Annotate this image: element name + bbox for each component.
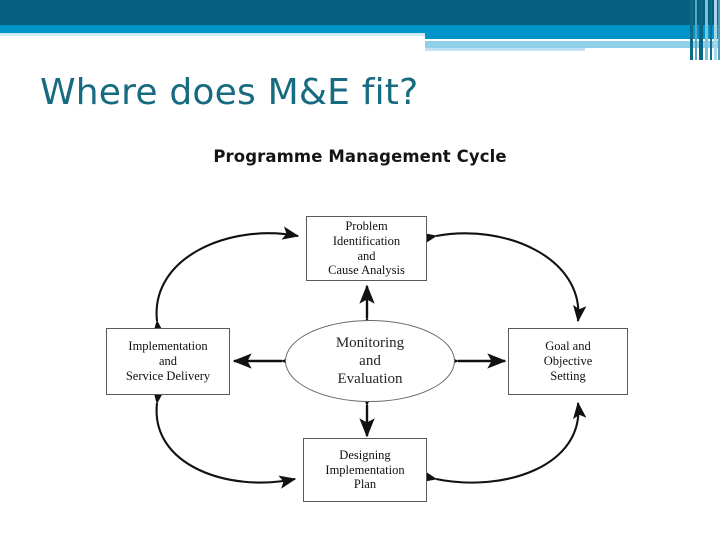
diagram-arrows [151,226,587,489]
curve-problem-implementation [151,226,300,338]
diagram-title: Programme Management Cycle [213,147,507,166]
banner-dark-band [0,0,720,25]
curve-designing-goal [419,401,587,484]
programme-management-cycle-diagram: Programme Management Cycle [0,135,720,525]
banner-stripe-3 [705,0,708,60]
banner-stripe-0 [690,0,693,60]
banner-right-light-band [425,41,720,48]
banner-stripe-2 [699,0,703,60]
banner-stripe-4 [710,0,712,60]
banner-stripe-1 [695,0,697,60]
curve-problem-goal [419,232,587,323]
banner-mid-band [0,25,720,33]
banner-stripe-6 [718,0,720,60]
slide-top-banner [0,0,720,60]
banner-right-pale-band [425,48,585,51]
page-title: Where does M&E fit? [40,72,419,113]
banner-left-hairline [0,33,425,36]
curve-implementation-designing [152,386,297,489]
banner-right-mid-band [425,33,720,39]
banner-stripe-5 [714,0,717,60]
